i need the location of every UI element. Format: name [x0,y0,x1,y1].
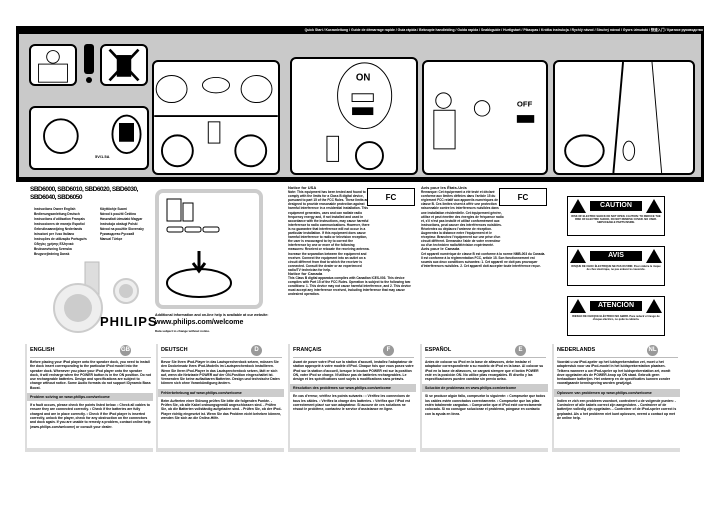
warning-exclamation-icon [84,44,94,74]
adapter-rating-label: 5V/1.5A [95,154,110,159]
language-entry: Instrucciones de manejo Español [34,222,85,226]
warning-triangle-icon [570,199,586,213]
language-entry: Istruzioni per l'uso Italiano [34,232,75,236]
notice-canada-title: Notice for Canada [288,270,323,276]
language-badge: E [515,345,526,356]
notice-fr-body: Remarque: Cet équipement a été testé et … [421,190,504,248]
problem-solving-body: Beim Auftreten einer Störung prüfen Sie … [161,398,282,420]
atencion-title: ATENCIÓN [590,301,642,311]
language-entry: Gebruiksaanwijzing Nederlands [34,227,83,231]
caution-label: CAUTION RISK OF ELECTRIC SHOCK DO NOT OPE… [567,196,665,236]
language-entry: Οδηγίες χρήσης Ελληνικά [34,242,74,246]
language-entry: Instrukcja obsługi Polski [100,222,138,226]
avis-label: AVIS RISQUE DE CHOC ÉLECTRIQUE NE PAS OUV… [567,246,665,286]
battery-install-illustration [29,106,149,170]
problem-solving-body: Si se produce algún fallo, compruebe lo … [425,394,546,416]
avis-title: AVIS [590,251,642,261]
dock-insert-illustration [155,189,263,309]
power-off-illustration: OFF [422,60,548,175]
notice-usa-title: Notice for USA [288,185,317,190]
notice-fr-title: Avis pour les États-Unis [421,185,467,190]
warning-dot [86,77,92,83]
philips-logo: PHILIPS [100,314,158,329]
model-numbers: SBD6000, SBD6010, SBD6020, SBD6030, SBD6… [30,186,138,201]
section-body: Avant de poser votre iPod sur la station… [293,360,414,382]
language-entry: Руководство Русский [100,232,135,236]
section-title: ESPAÑOL [425,347,452,353]
warning-triangle-icon [570,299,586,313]
problem-solving-heading: Problem solving on www.philips.com/welco… [27,393,153,402]
language-badge: F [383,345,394,356]
problem-solving-heading: Oplossen van problemen op www.philips.co… [554,388,680,397]
section-body: Voordat u uw iPod-speler op het luidspre… [557,360,671,386]
section-body: Antes de colocar su iPod en la base de a… [425,360,544,382]
atencion-label: ATENCIÓN RIESGO DE CHOQUE ELÉCTRICO NO AB… [567,296,665,336]
warning-triangle-icon [646,199,662,213]
warning-triangle-icon [646,249,662,263]
atencion-text: RIESGO DE CHOQUE ELÉCTRICO NO ABRIR. Par… [572,315,660,322]
carry-pouch-illustration [553,60,695,175]
problem-solving-heading: Fehlerbehebung auf www.philips.com/welco… [158,388,284,397]
notice-fr-canada-title: Avis pour le Canada [421,246,460,252]
language-entry: Instructions Owner English [34,207,76,211]
caution-text: RISK OF ELECTRIC SHOCK DO NOT OPEN. CAUT… [571,215,661,225]
language-entry: Bruksanvisning Svenska [34,247,72,251]
language-entry: Návod na použitie Slovensky [100,227,144,231]
language-entry: Návod k použití Čeština [100,212,136,216]
on-label: ON [356,72,371,83]
problem-solving-body: En cas d'erreur, vérifiez les points sui… [293,394,410,412]
section-english: ENGLISH GB Before placing your iPod player… [25,344,153,452]
language-entry: Manual Türkçe [100,237,123,241]
notice-fr: Avis pour les États-Unis Remarque: Cet é… [421,185,546,268]
language-entry: Brugsvejledning Dansk [34,252,70,256]
section-title: NEDERLANDS [557,347,596,353]
philips-url-link[interactable]: www.philips.com/welcome [155,319,244,326]
language-entry: Käyttöohje Suomi [100,207,128,211]
language-entry: Instruções de utilização Português [34,237,87,241]
power-on-illustration: ON [290,57,418,175]
warning-triangle-icon [570,249,586,263]
section-body: Before placing your iPod player onto the… [30,360,151,390]
section-deutsch: DEUTSCH D Bevor Sie Ihren iPod-Player in d… [156,344,284,452]
notice-usa-body: Note: This equipment has been tested and… [288,190,370,272]
change-notice: Data subject to change without notice. [155,329,210,333]
section-espanol: ESPAÑOL E Antes de colocar su iPod en la b… [420,344,548,452]
section-nederlands: NEDERLANDS NL Voordat u uw iPod-speler op … [552,344,680,452]
no-disposal-bin-icon [100,44,148,86]
caution-title: CAUTION [590,201,642,211]
notice-canada-body: This Class B digital apparatus complies … [288,276,411,297]
language-entry: Instructions d'utilisation Français [34,217,85,221]
section-francais: FRANÇAIS F Avant de poser votre iPod sur l… [288,344,416,452]
quick-start-title-strip: Quick Start / Kurzanleitung / Guide de d… [304,28,703,32]
speaker-product-photo [53,261,139,333]
language-entry: Használati útmutató Magyar [100,217,143,221]
problem-solving-body: If a fault occurs, please check the poin… [30,403,151,429]
section-title: FRANÇAIS [293,347,322,353]
notice-fr-canada-body: Cet appareil numérique de classe B est c… [421,251,546,268]
additional-info-text: Additional information and on-line help … [155,313,269,317]
language-entry: Bedienungsanleitung Deutsch [34,212,80,216]
problem-solving-heading: Solución de problemas en www.philips.com… [422,384,548,393]
section-title: DEUTSCH [161,347,188,353]
section-divider [16,178,704,182]
section-title: ENGLISH [30,347,55,353]
warning-triangle-icon [646,299,662,313]
language-badge: NL [647,345,658,356]
reading-manual-illustration [29,44,77,86]
fcc-logo: FC [367,188,415,206]
language-badge: GB [120,345,131,356]
section-body: Bevor Sie Ihren iPod-Player in das Lauts… [161,360,280,386]
avis-text: RISQUE DE CHOC ÉLECTRIQUE NE PAS OUVRIR.… [571,265,661,272]
notice-usa: Notice for USA Note: This equipment has … [288,185,413,297]
problem-solving-body: Indien er zich een probleem voordoet, co… [557,398,677,420]
fcc-logo: FC [499,188,547,206]
off-label: OFF [517,99,533,108]
problem-solving-heading: Résolution des problèmes sur www.philips… [290,384,416,393]
language-badge: D [251,345,262,356]
dock-connect-illustration [152,60,280,175]
